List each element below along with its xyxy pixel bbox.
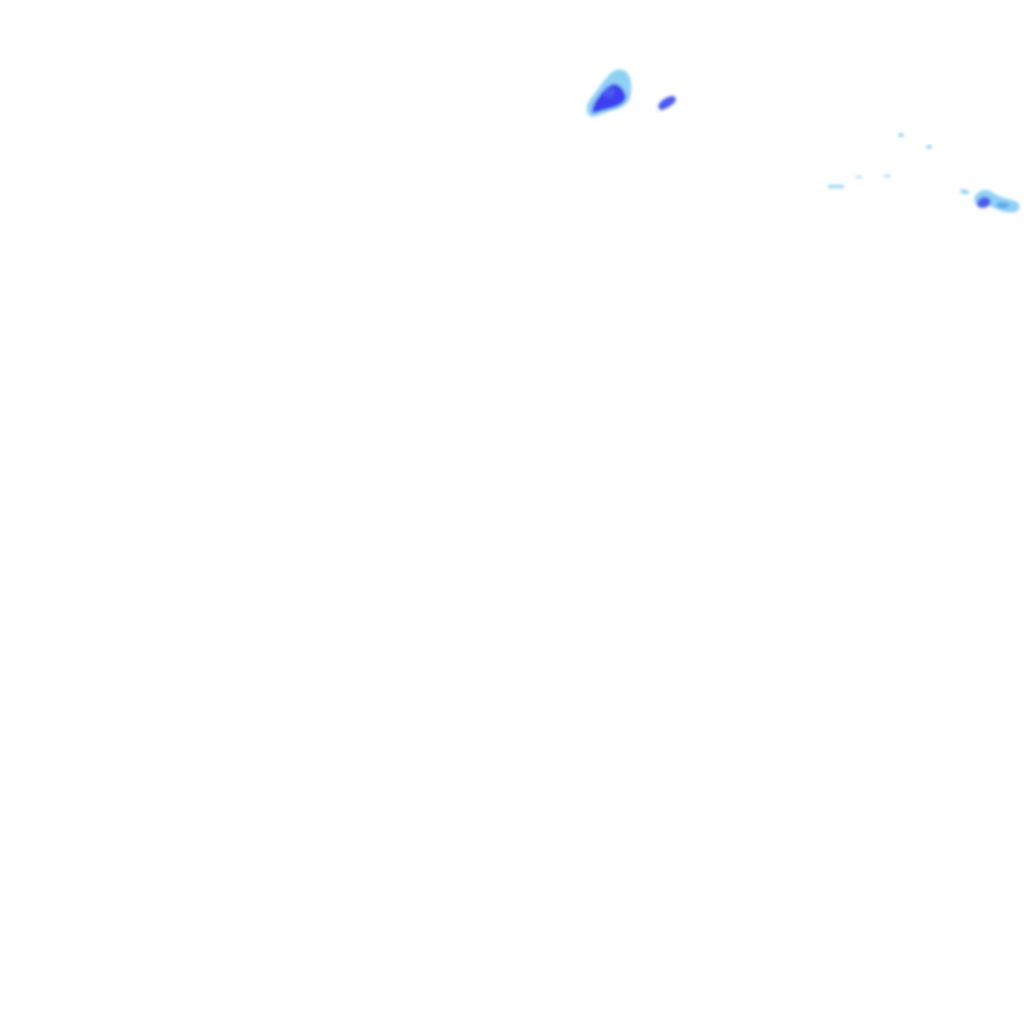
echo-cell-small-central <box>658 96 676 110</box>
echo-cell-north-central <box>586 69 632 117</box>
echo-streak-east <box>828 175 891 188</box>
echo-speck-east-2 <box>926 145 932 149</box>
echo-speck-east-1 <box>898 133 904 137</box>
echo-cell-far-east <box>960 189 1020 213</box>
